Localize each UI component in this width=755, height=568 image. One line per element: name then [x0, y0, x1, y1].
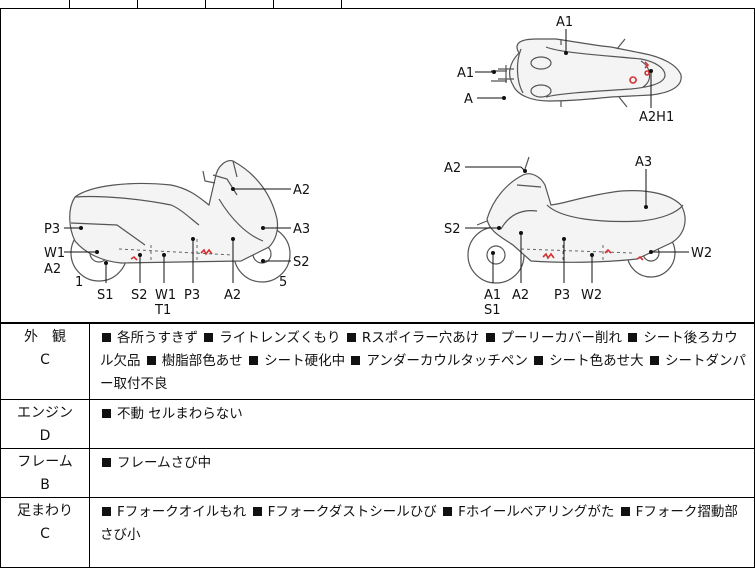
top-view-labels: A1 A1 A A2H1 — [457, 15, 674, 125]
diagram-label: A1 — [457, 66, 474, 81]
bullet-square-icon — [146, 356, 156, 365]
diagram-label: A1 — [556, 15, 573, 30]
condition-item: 不動 セルまわらない — [100, 406, 243, 422]
category-name: 足まわり — [17, 503, 73, 519]
diagram-label: S2 — [293, 255, 310, 270]
condition-item: Rスポイラー穴あけ — [345, 330, 484, 346]
diagram-label: S1 — [484, 303, 501, 318]
header-cell — [206, 0, 274, 9]
left-side-scooter-drawing — [69, 160, 291, 283]
bullet-square-icon — [102, 507, 111, 516]
bullet-square-icon — [204, 333, 214, 342]
bullet-square-icon — [102, 409, 111, 418]
items-cell: フレームさび中 — [89, 448, 755, 498]
condition-item: 各所うすきず — [100, 330, 202, 346]
diagram-label: A3 — [635, 155, 652, 170]
header-cell — [0, 0, 70, 9]
damage-diagram: A1 A1 A A2H1 — [44, 15, 712, 318]
category-grade: B — [40, 477, 50, 493]
header-strip — [0, 0, 755, 9]
condition-item: フレームさび中 — [100, 455, 211, 471]
condition-row-suspension: 足まわり C Fフォークオイルもれ Fフォークダストシールひび Fホイールベアリ… — [0, 497, 755, 568]
diagram-label: W1 — [155, 288, 176, 303]
category-name: 外 観 — [24, 329, 66, 345]
damage-diagram-panel: A1 A1 A A2H1 — [0, 9, 755, 323]
diagram-label: 5 — [279, 275, 287, 290]
bullet-square-icon — [102, 458, 111, 467]
diagram-label: P3 — [44, 222, 60, 237]
diagram-label: W1 — [44, 246, 65, 261]
diagram-label: S2 — [444, 222, 461, 237]
diagram-label: A2 — [293, 183, 310, 198]
condition-row-frame: フレーム B フレームさび中 — [0, 448, 755, 498]
diagram-label: W2 — [581, 288, 602, 303]
condition-row-engine: エンジン D 不動 セルまわらない — [0, 399, 755, 449]
condition-item: シート後ろカウル欠品 — [100, 330, 738, 369]
items-cell: Fフォークオイルもれ Fフォークダストシールひび Fホイールベアリングがた Fフ… — [89, 497, 755, 568]
bullet-square-icon — [351, 356, 361, 365]
condition-item: Fフォーク摺動部さび小 — [100, 504, 738, 543]
bullet-square-icon — [346, 333, 356, 342]
category-name: エンジン — [17, 405, 73, 421]
header-cell — [138, 0, 206, 9]
diagram-label: T1 — [154, 303, 171, 318]
right-side-labels: A2 A3 S2 W2 A1 S1 A2 P3 — [444, 155, 712, 318]
diagram-label: S2 — [131, 288, 148, 303]
left-side-labels: A2 A3 S2 P3 W1 A2 1 S1 S2 — [44, 183, 310, 318]
diagram-label: A — [464, 92, 473, 107]
bullet-square-icon — [249, 356, 259, 365]
diagram-label: A2 — [224, 288, 241, 303]
category-name: フレーム — [17, 454, 73, 470]
header-cell — [274, 0, 342, 9]
condition-item: アンダーカウルタッチペン — [349, 353, 532, 369]
category-cell: エンジン D — [0, 399, 90, 449]
diagram-label: A2 — [444, 161, 461, 176]
items-cell: 各所うすきず ライトレンズくもり Rスポイラー穴あけ プーリーカバー削れ シート… — [89, 323, 755, 400]
condition-item: プーリーカバー削れ — [484, 330, 627, 346]
category-cell: 外 観 C — [0, 323, 90, 400]
bullet-square-icon — [443, 507, 453, 516]
condition-item: シートダンパー取付不良 — [100, 353, 746, 392]
diagram-label: W2 — [691, 246, 712, 261]
condition-item: ライトレンズくもり — [202, 330, 345, 346]
bullet-square-icon — [649, 356, 659, 365]
diagram-label: A3 — [293, 222, 310, 237]
bullet-square-icon — [628, 333, 638, 342]
diagram-label: A2H1 — [639, 110, 674, 125]
diagram-label: A2 — [44, 262, 61, 277]
category-grade: C — [40, 352, 50, 368]
category-grade: D — [39, 428, 51, 444]
diagram-label: P3 — [554, 288, 570, 303]
condition-item: Fフォークダストシールひび — [251, 504, 442, 520]
bullet-square-icon — [485, 333, 495, 342]
diagram-label: A2 — [512, 288, 529, 303]
condition-item: 樹脂部色あせ — [145, 353, 247, 369]
bullet-square-icon — [534, 356, 544, 365]
items-cell: 不動 セルまわらない — [89, 399, 755, 449]
right-side-scooter-drawing — [467, 156, 686, 284]
bullet-square-icon — [102, 333, 111, 342]
category-cell: 足まわり C — [0, 497, 90, 568]
condition-item: Fフォークオイルもれ — [100, 504, 251, 520]
bullet-square-icon — [620, 507, 630, 516]
diagram-label: A1 — [484, 288, 501, 303]
category-grade: C — [40, 526, 50, 542]
condition-item: シート色あせ大 — [532, 353, 648, 369]
condition-table: 外 観 C 各所うすきず ライトレンズくもり Rスポイラー穴あけ プーリーカバー… — [0, 323, 755, 568]
condition-item: シート硬化中 — [247, 353, 349, 369]
diagram-label: 1 — [75, 275, 83, 290]
top-view-scooter-drawing — [491, 38, 682, 108]
category-cell: フレーム B — [0, 448, 90, 498]
condition-item: Fホイールベアリングがた — [441, 504, 619, 520]
header-cell — [70, 0, 138, 9]
diagram-label: P3 — [184, 288, 200, 303]
condition-row-exterior: 外 観 C 各所うすきず ライトレンズくもり Rスポイラー穴あけ プーリーカバー… — [0, 323, 755, 400]
bullet-square-icon — [252, 507, 262, 516]
diagram-label: S1 — [97, 288, 114, 303]
